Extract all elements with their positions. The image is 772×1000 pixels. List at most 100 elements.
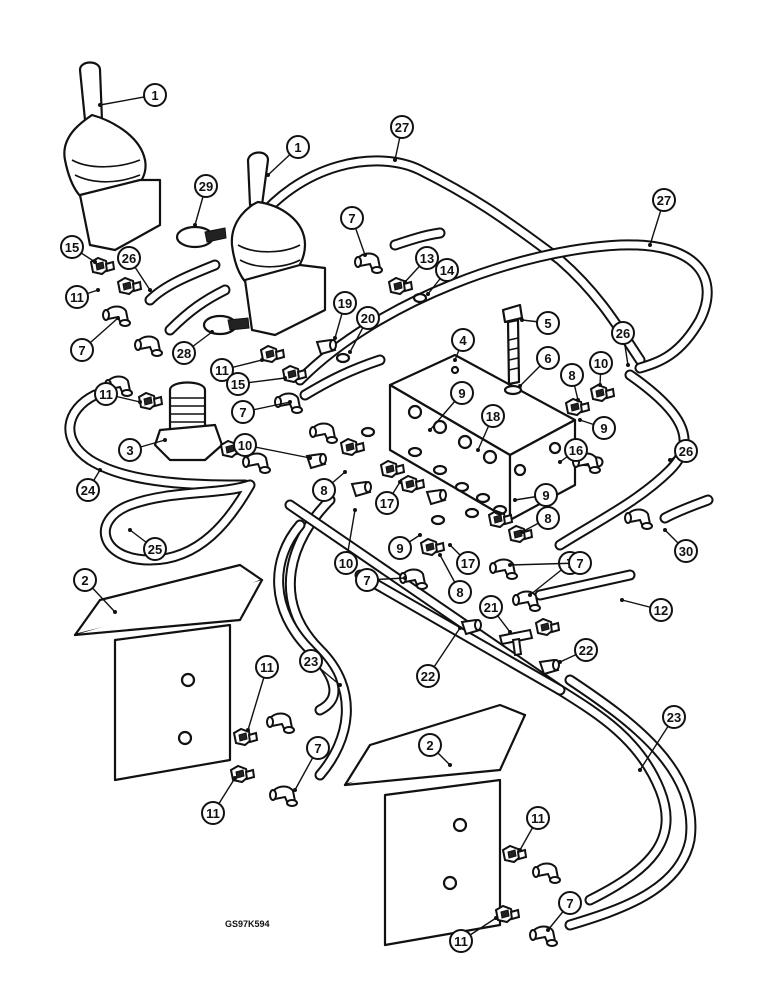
leader-arrow-tip bbox=[288, 400, 292, 404]
part-callout-7: 7 bbox=[558, 891, 582, 915]
leader-arrow-tip bbox=[210, 330, 214, 334]
o-ring-seal bbox=[412, 292, 428, 304]
leader-arrow-tip bbox=[508, 563, 512, 567]
o-ring-seal bbox=[407, 446, 423, 458]
leader-arrow-tip bbox=[128, 528, 132, 532]
joystick-right bbox=[230, 151, 327, 337]
part-callout-8: 8 bbox=[312, 478, 336, 502]
part-callout-27: 27 bbox=[390, 115, 414, 139]
leader-arrow-tip bbox=[448, 763, 452, 767]
hydraulic-fitting bbox=[512, 590, 541, 612]
hydraulic-fitting bbox=[532, 862, 561, 884]
part-callout-10: 10 bbox=[233, 433, 257, 457]
part-callout-11: 11 bbox=[526, 806, 550, 830]
hydraulic-fitting bbox=[564, 397, 591, 417]
part-callout-30: 30 bbox=[674, 539, 698, 563]
part-callout-16: 16 bbox=[564, 438, 588, 462]
leader-arrow-tip bbox=[458, 626, 462, 630]
leader-arrow-tip bbox=[266, 173, 270, 177]
leader-arrow-tip bbox=[163, 438, 167, 442]
leader-arrow-tip bbox=[576, 398, 580, 402]
leader-arrow-tip bbox=[393, 158, 397, 162]
leader-arrow-tip bbox=[246, 728, 250, 732]
callout-number: 13 bbox=[420, 251, 434, 266]
part-callout-7: 7 bbox=[70, 338, 94, 362]
leader-arrow-tip bbox=[403, 576, 407, 580]
callout-number: 22 bbox=[421, 669, 435, 684]
hose-clip-29 bbox=[175, 225, 227, 249]
callout-number: 8 bbox=[568, 368, 575, 383]
hydraulic-fitting bbox=[379, 459, 406, 479]
callout-number: 12 bbox=[654, 603, 668, 618]
leader-arrow-tip bbox=[518, 848, 522, 852]
callout-number: 2 bbox=[81, 573, 88, 588]
leader-arrow-tip bbox=[93, 260, 97, 264]
callout-number: 1 bbox=[151, 88, 158, 103]
hydraulic-fitting bbox=[339, 437, 366, 457]
callouts: 1122345677777777888899991010101111111111… bbox=[60, 83, 698, 953]
leader-arrow-tip bbox=[418, 533, 422, 537]
part-callout-26: 26 bbox=[674, 439, 698, 463]
hydraulic-fitting bbox=[266, 712, 295, 734]
o-ring-seal bbox=[360, 426, 376, 438]
callout-number: 27 bbox=[395, 120, 409, 135]
pedal-base-3 bbox=[153, 381, 224, 462]
hydraulic-fitting bbox=[232, 727, 259, 747]
callout-number: 14 bbox=[440, 263, 455, 278]
hydraulic-fitting bbox=[350, 480, 372, 498]
hydraulic-fitting bbox=[507, 524, 534, 544]
part-callout-10: 10 bbox=[589, 351, 613, 375]
callout-number: 11 bbox=[206, 806, 220, 821]
valve-block bbox=[388, 353, 577, 522]
o-ring-seal bbox=[432, 464, 448, 476]
callout-number: 7 bbox=[239, 405, 246, 420]
part-callout-11: 11 bbox=[210, 358, 234, 382]
callout-number: 4 bbox=[459, 333, 467, 348]
leader-arrow-tip bbox=[353, 508, 357, 512]
leader-arrow-tip bbox=[348, 350, 352, 354]
hydraulic-fitting bbox=[134, 335, 163, 357]
leader-arrow-tip bbox=[663, 528, 667, 532]
part-callout-11: 11 bbox=[201, 801, 225, 825]
leader-arrow-tip bbox=[626, 363, 630, 367]
callout-number: 9 bbox=[396, 541, 403, 556]
callout-number: 6 bbox=[544, 351, 551, 366]
part-callout-9: 9 bbox=[534, 483, 558, 507]
leader-arrow-tip bbox=[116, 316, 120, 320]
part-callout-25: 25 bbox=[143, 537, 167, 561]
part-callout-26: 26 bbox=[117, 246, 141, 270]
hydraulic-fitting bbox=[102, 305, 131, 327]
callout-number: 21 bbox=[484, 600, 498, 615]
part-callout-7: 7 bbox=[355, 568, 379, 592]
callout-number: 11 bbox=[99, 387, 113, 402]
callout-number: 15 bbox=[231, 377, 245, 392]
hydraulic-fitting bbox=[538, 658, 560, 676]
callout-number: 23 bbox=[667, 710, 681, 725]
part-callout-11: 11 bbox=[255, 655, 279, 679]
part-callout-9: 9 bbox=[592, 416, 616, 440]
callout-number: 8 bbox=[320, 483, 327, 498]
leader-arrow-tip bbox=[648, 243, 652, 247]
part-callout-23: 23 bbox=[299, 649, 323, 673]
leader-arrow-tip bbox=[508, 630, 512, 634]
o-ring-seal bbox=[464, 507, 480, 519]
part-callout-15: 15 bbox=[60, 235, 84, 259]
callout-number: 29 bbox=[199, 179, 213, 194]
hydraulic-fitting bbox=[399, 474, 426, 494]
leader-arrow-tip bbox=[448, 543, 452, 547]
part-callout-9: 9 bbox=[388, 536, 412, 560]
hydraulic-fitting bbox=[354, 252, 383, 274]
hydraulic-fitting bbox=[274, 392, 303, 414]
leader-arrow-tip bbox=[558, 460, 562, 464]
callout-number: 7 bbox=[314, 741, 321, 756]
callout-number: 20 bbox=[361, 311, 375, 326]
part-callout-28: 28 bbox=[172, 341, 196, 365]
callout-number: 1 bbox=[294, 140, 301, 155]
o-ring-seal bbox=[430, 514, 446, 526]
hydraulic-fitting bbox=[104, 375, 133, 397]
leader-arrow-tip bbox=[476, 448, 480, 452]
leader-arrow-tip bbox=[520, 530, 524, 534]
joystick-left bbox=[63, 61, 162, 252]
part-callout-22: 22 bbox=[416, 664, 440, 688]
reference-code: GS97K594 bbox=[225, 919, 270, 929]
